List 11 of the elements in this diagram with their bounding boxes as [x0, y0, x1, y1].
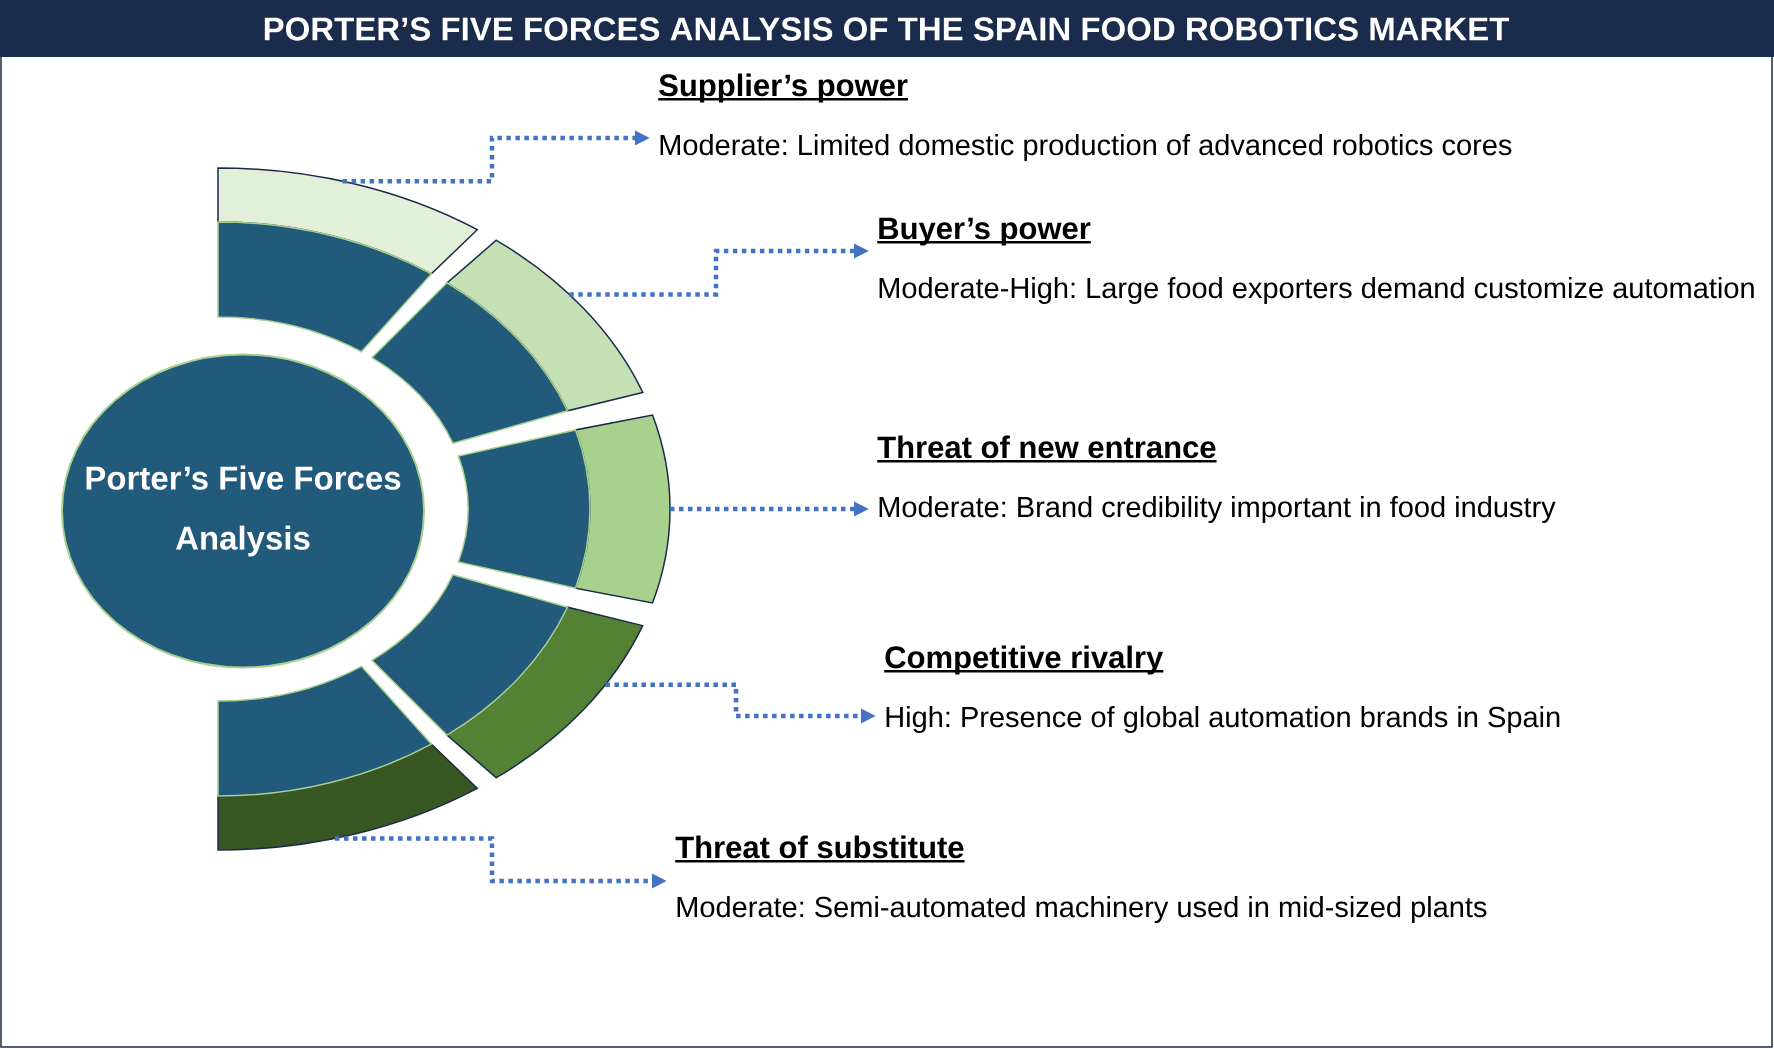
arc-segment	[371, 239, 644, 445]
arc-segment	[371, 573, 644, 779]
arc-segment	[217, 665, 478, 851]
text-block: Supplier’s power Moderate: Limited domestic production of advanced robotics cores	[658, 73, 1512, 161]
text-block: Threat of substitute Moderate: Semi-automated machinery used in mid-sized plants	[675, 835, 1487, 924]
arc-segment	[217, 167, 478, 353]
title-bar: PORTER’S FIVE FORCES ANALYSIS OF THE SPAIN FOOD ROBOTICS MARKET	[0, 0, 1774, 57]
text-block: Buyer’s power Moderate-High: Large food exporters demand customize automation	[877, 217, 1754, 305]
text-block: Threat of new entrance Moderate: Brand credibility important in food industry	[877, 435, 1556, 524]
text-block: Competitive rivalry High: Presence of global automation brands in Spain	[884, 645, 1560, 734]
arc-segment	[457, 414, 671, 604]
